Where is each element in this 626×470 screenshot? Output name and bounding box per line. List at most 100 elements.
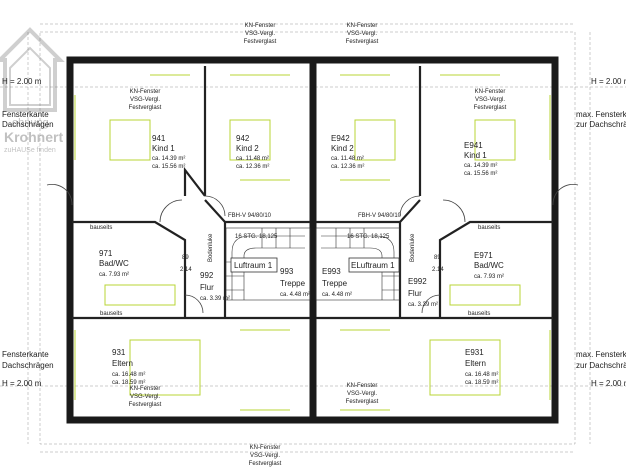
room-eltern-left: 931 Eltern ca. 16.48 m² ca. 18.59 m² [112, 348, 145, 386]
room-area-1: ca. 7.93 m² [474, 274, 504, 280]
right-height-bottom: H = 2.00 m [591, 379, 626, 388]
room-name: Bad/WC [474, 261, 504, 270]
inner-window-kind1-right: KN-Fenster VSG-Vergl. Festverglast [474, 89, 507, 111]
left-height-bottom: H = 2.00 m [2, 379, 42, 388]
room-name: Treppe [280, 279, 306, 288]
room-name: Eltern [112, 359, 133, 368]
room-flur-right: E992 Flur ca. 3.39 m² [408, 277, 438, 308]
stair-steps-right: 16 STG. 18,125 [347, 234, 390, 240]
room-area-1: ca. 14.39 m² [152, 156, 185, 162]
watermark-logo: ohnung Krohnert zuHAUSe finden [0, 27, 65, 154]
fbh-label-left: FBH-V 94/80/10 [228, 213, 272, 219]
house-icon [0, 27, 65, 112]
room-bad-right: E971 Bad/WC ca. 7.93 m² [474, 251, 504, 280]
door-swings [46, 184, 579, 314]
bauseits-right-top: bauseits [478, 225, 500, 231]
owin-bc-0: KN-Fenster [347, 383, 378, 389]
room-number: E992 [408, 277, 427, 286]
room-area-1: ca. 16.48 m² [465, 372, 498, 378]
inner-window-kind1-left: KN-Fenster VSG-Vergl. Festverglast [129, 89, 162, 111]
room-area-1: ca. 4.48 m² [322, 292, 352, 298]
room-area-2: ca. 18.59 m² [465, 380, 498, 386]
room-name: Kind 2 [236, 144, 259, 153]
owin-tr-1: VSG-Vergl. [347, 31, 377, 37]
luftraum-left: Luftraum 1 [234, 261, 273, 270]
house-icon-inner [9, 46, 51, 106]
watermark-brand: Krohnert [4, 129, 63, 145]
room-kind2-right: E942 Kind 2 ca. 11.48 m² ca. 12.36 m² [331, 134, 364, 170]
iwin-el-1: VSG-Vergl. [130, 394, 160, 400]
room-name: Flur [408, 289, 422, 298]
room-kind1-right: E941 Kind 1 ca. 14.39 m² ca. 15.56 m² [464, 141, 497, 177]
right-fk-top-1: zur Dachschräge [576, 120, 626, 129]
room-area-1: ca. 11.48 m² [236, 156, 269, 162]
room-area-1: ca. 11.48 m² [331, 156, 364, 162]
room-treppe-left: 993 Treppe ca. 4.48 m² [280, 267, 310, 298]
left-fk-bottom-1: Dachschrägen [2, 361, 54, 370]
room-number: E931 [465, 348, 484, 357]
right-fk-top-0: max. Fensterkante [576, 110, 626, 119]
luftraum-box-left [230, 257, 278, 273]
outside-bottom-center-window: KN-Fenster VSG-Vergl. Festverglast [346, 383, 379, 405]
owin-tl-0: KN-Fenster [245, 23, 276, 29]
iwin-el-2: Festverglast [129, 402, 162, 408]
stair-steps-left: 16 STG. 18,125 [235, 234, 278, 240]
interior-walls-left [72, 66, 310, 320]
room-name: Kind 1 [152, 144, 175, 153]
bauseits-right-bottom: bauseits [468, 311, 490, 317]
owin-bl-2: Festverglast [249, 461, 282, 467]
bodenluke-left: Bodenluke [208, 233, 214, 262]
outside-top-right-window: KN-Fenster VSG-Vergl. Festverglast [346, 23, 379, 45]
room-flur-left: 992 Flur ca. 3.39 m² [200, 271, 230, 302]
luftraum-right: ELuftraum 1 [351, 261, 395, 270]
room-number: E941 [464, 141, 483, 150]
room-area-2: ca. 12.36 m² [331, 164, 364, 170]
left-height-top: H = 2.00 m [2, 77, 42, 86]
room-number: 992 [200, 271, 214, 280]
room-area-2: ca. 15.56 m² [152, 164, 185, 170]
room-area-1: ca. 16.48 m² [112, 372, 145, 378]
room-area-1: ca. 4.48 m² [280, 292, 310, 298]
staircase-right [315, 227, 401, 301]
left-fk-top-1: Dachschrägen [2, 120, 54, 129]
iwin-k1r-0: KN-Fenster [475, 89, 506, 95]
room-area-1: ca. 3.39 m² [408, 302, 438, 308]
right-fk-bottom-0: max. Fensterkante [576, 350, 626, 359]
room-number: E971 [474, 251, 493, 260]
room-number: 931 [112, 348, 126, 357]
outside-top-left-window: KN-Fenster VSG-Vergl. Festverglast [244, 23, 277, 45]
room-name: Flur [200, 283, 214, 292]
room-name: Treppe [322, 279, 348, 288]
luftraum-box-right [348, 257, 400, 273]
room-name: Kind 2 [331, 144, 354, 153]
room-number: E942 [331, 134, 350, 143]
room-area-1: ca. 3.39 m² [200, 296, 230, 302]
iwin-k1l-2: Festverglast [129, 105, 162, 111]
room-name: Eltern [465, 359, 486, 368]
room-area-2: ca. 15.56 m² [464, 171, 497, 177]
iwin-k1r-2: Festverglast [474, 105, 507, 111]
room-eltern-right: E931 Eltern ca. 16.48 m² ca. 18.59 m² [465, 348, 498, 386]
room-number: E993 [322, 267, 341, 276]
owin-tr-2: Festverglast [346, 39, 379, 45]
watermark-tagline: zuHAUSe finden [4, 147, 56, 154]
inner-window-eltern-left: KN-Fenster VSG-Vergl. Festverglast [129, 386, 162, 408]
right-fk-bottom-1: zur Dachschräge [576, 361, 626, 370]
owin-tl-1: VSG-Vergl. [245, 31, 275, 37]
room-kind1-left: 941 Kind 1 ca. 14.39 m² ca. 15.56 m² [152, 134, 185, 170]
outside-bottom-left-window: KN-Fenster VSG-Vergl. Festverglast [249, 445, 282, 467]
watermark-brand-top: ohnung [12, 117, 49, 129]
door-width-left: 89 [182, 255, 189, 261]
owin-bc-1: VSG-Vergl. [347, 391, 377, 397]
fbh-label-right: FBH-V 94/80/10 [358, 213, 402, 219]
left-fk-bottom-0: Fensterkante [2, 350, 49, 359]
iwin-k1l-0: KN-Fenster [130, 89, 161, 95]
owin-tr-0: KN-Fenster [347, 23, 378, 29]
door-height-right: 2.14 [432, 267, 444, 273]
room-name: Bad/WC [99, 259, 129, 268]
owin-bl-0: KN-Fenster [250, 445, 281, 451]
room-number: 971 [99, 249, 113, 258]
door-height-left: 2.14 [180, 267, 192, 273]
iwin-k1l-1: VSG-Vergl. [130, 97, 160, 103]
